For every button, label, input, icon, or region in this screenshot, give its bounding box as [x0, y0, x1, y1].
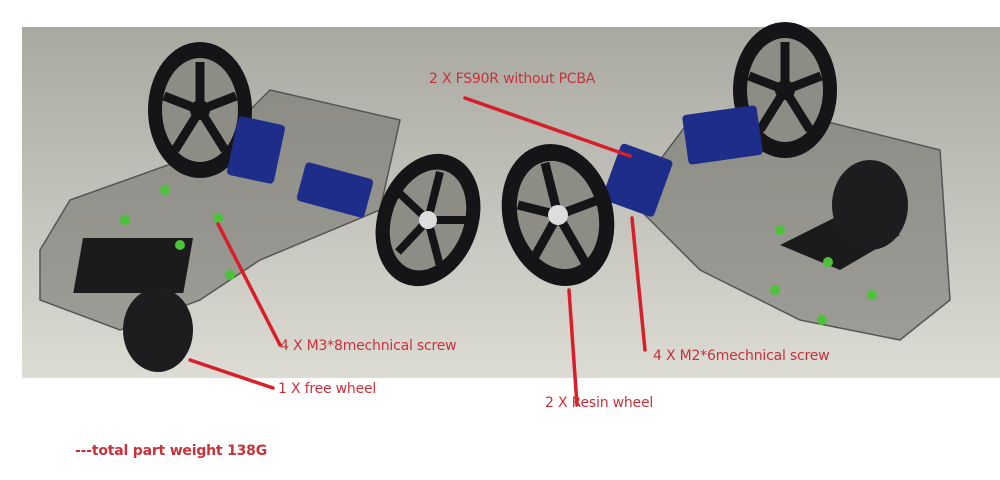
right-rear-wheel: [733, 22, 837, 158]
right-front-wheel: [501, 144, 615, 286]
left-servo-b: [296, 162, 374, 218]
left-rear-wheel: [148, 42, 252, 178]
right-screws: [770, 225, 877, 325]
left-servo-a: [227, 116, 285, 184]
m3-screw-leader-line: [216, 222, 282, 347]
servo-leader-line: [463, 96, 632, 158]
left-front-wheel: [375, 153, 481, 287]
servo-label: 2 X FS90R without PCBA: [429, 71, 596, 87]
resin-wheel-label: 2 X Resin wheel: [545, 395, 654, 411]
total-weight-note: ---total part weight 138G: [75, 443, 267, 459]
caster-wheel: [832, 160, 908, 250]
free-wheel-label: 1 X free wheel: [278, 381, 377, 397]
left-screws: [120, 185, 235, 280]
free-wheel-mount: [73, 238, 194, 293]
free-wheel-leader-line: [188, 358, 275, 390]
free-wheel: [123, 288, 193, 372]
resin-wheel-leader-line: [567, 288, 579, 407]
m2-screw-label: 4 X M2*6mechnical screw: [653, 348, 830, 364]
right-servo-b: [602, 143, 673, 217]
m2-screw-leader-line: [630, 216, 647, 352]
m3-screw-label: 4 X M3*8mechnical screw: [280, 338, 457, 354]
right-servo-a: [682, 105, 763, 165]
